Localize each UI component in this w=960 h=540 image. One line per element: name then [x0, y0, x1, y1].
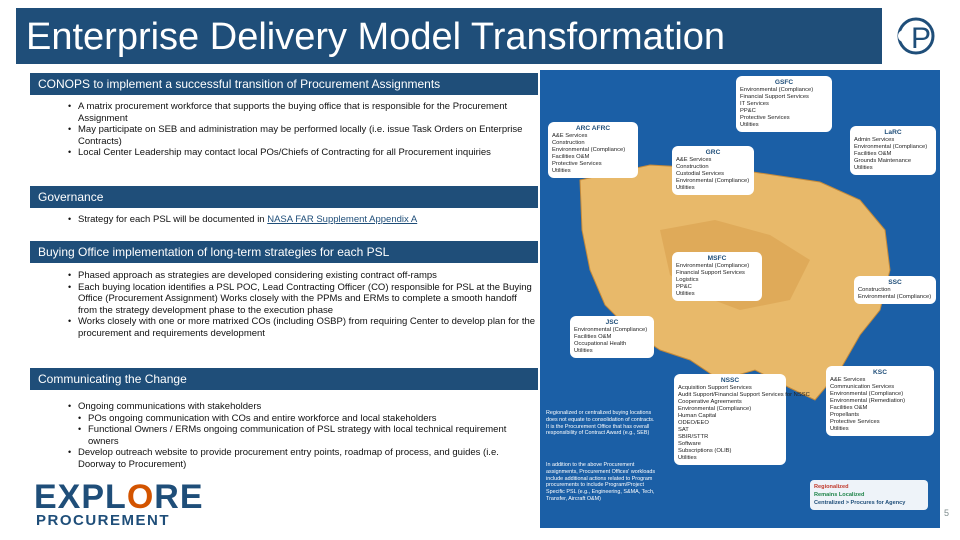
appendix-a-link[interactable]: NASA FAR Supplement Appendix A — [267, 214, 418, 225]
gsfc-box: GSFC Environmental (Compliance) Financia… — [736, 76, 832, 132]
list-item: Works closely with one or more matrixed … — [30, 316, 538, 339]
list-item: A matrix procurement workforce that supp… — [30, 101, 538, 124]
legend-centralized: Centralized > Procures for Agency — [814, 500, 906, 506]
communicating-body: Ongoing communications with stakeholders… — [30, 401, 538, 470]
ksc-box: KSC A&E Services Communication Services … — [826, 366, 934, 436]
list-item: Each buying location identifies a PSL PO… — [30, 282, 538, 317]
list-item: Develop outreach website to provide proc… — [30, 447, 538, 470]
list-item: Phased approach as strategies are develo… — [30, 270, 538, 282]
procurement-logo-text: PROCUREMENT — [36, 512, 171, 529]
list-item: May participate on SEB and administratio… — [30, 124, 538, 147]
list-item: Strategy for each PSL will be documented… — [30, 214, 538, 226]
page-title: Enterprise Delivery Model Transformation — [26, 16, 726, 58]
note-additional: In addition to the above Procurement ass… — [546, 462, 656, 502]
page-number: 5 — [944, 508, 950, 518]
conops-body: A matrix procurement workforce that supp… — [30, 101, 538, 159]
communicating-heading: Communicating the Change — [30, 368, 538, 390]
note-regionalized: Regionalized or centralized buying locat… — [546, 410, 655, 437]
governance-text: Strategy for each PSL will be documented… — [78, 214, 268, 225]
list-item: Local Center Leadership may contact loca… — [30, 147, 538, 159]
list-item: POs ongoing communication with COs and e… — [30, 413, 538, 425]
jsc-box: JSC Environmental (Compliance) Facilitie… — [570, 316, 654, 358]
op-logo-icon: P — [897, 17, 935, 55]
governance-body: Strategy for each PSL will be documented… — [30, 214, 538, 226]
title-bar: Enterprise Delivery Model Transformation — [16, 8, 882, 64]
arc-afrc-box: ARC AFRC A&E Services Construction Envir… — [548, 122, 638, 178]
explore-procurement-logo: EXPLORE — [34, 478, 204, 516]
buying-office-heading: Buying Office implementation of long-ter… — [30, 241, 538, 263]
list-item: Ongoing communications with stakeholders — [30, 401, 538, 413]
grc-box: GRC A&E Services Construction Custodial … — [672, 146, 754, 195]
list-item: Functional Owners / ERMs ongoing communi… — [30, 424, 538, 447]
legend-localized: Remains Localized — [814, 492, 865, 498]
msfc-box: MSFC Environmental (Compliance) Financia… — [672, 252, 762, 301]
conops-heading: CONOPS to implement a successful transit… — [30, 73, 538, 95]
buying-office-body: Phased approach as strategies are develo… — [30, 270, 538, 339]
svg-text:P: P — [911, 22, 931, 55]
legend: Regionalized Remains Localized Centraliz… — [810, 480, 928, 510]
governance-heading: Governance — [30, 186, 538, 208]
nssc-box: NSSC Acquisition Support Services Audit … — [674, 374, 810, 465]
larc-box: LaRC Admin Services Environmental (Compl… — [850, 126, 936, 175]
center-map: GSFC Environmental (Compliance) Financia… — [540, 70, 940, 528]
legend-regionalized: Regionalized — [814, 484, 849, 490]
ssc-box: SSC Construction Environmental (Complian… — [854, 276, 936, 304]
